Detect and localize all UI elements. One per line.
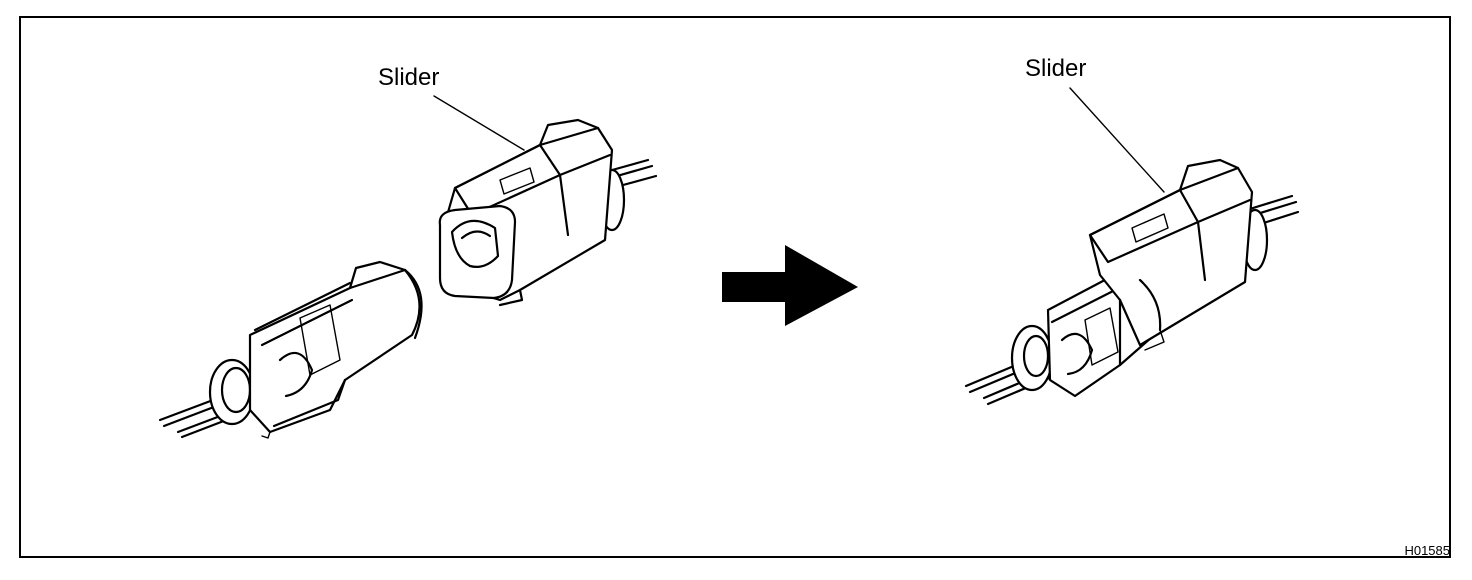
right-arrow-icon [722,245,858,326]
slider-label-left: Slider [378,64,440,91]
slider-leader-right [1069,87,1165,193]
male-connector-left [158,260,423,439]
figure-code: H01585 [1404,543,1450,558]
slider-label-right: Slider [1025,55,1087,82]
mated-connector-right [964,158,1300,406]
female-connector-left [438,118,658,307]
slider-leader-left [433,95,525,151]
diagram-frame [19,16,1451,558]
